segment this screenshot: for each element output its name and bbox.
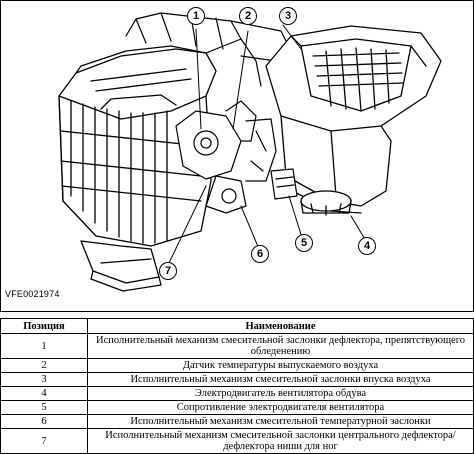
name-cell: Исполнительный механизм смесительной тем… (87, 414, 474, 429)
callout-3: 3 (279, 7, 297, 25)
table-row: 3 Исполнительный механизм смесительной з… (0, 372, 474, 387)
callout-2: 2 (239, 7, 257, 25)
callout-6: 6 (251, 245, 269, 263)
position-cell: 4 (0, 386, 88, 401)
position-cell: 6 (0, 414, 88, 429)
name-cell: Исполнительный механизм смесительной зас… (87, 372, 474, 387)
name-cell: Электродвигатель вентилятора обдува (87, 386, 474, 401)
table-row: 2 Датчик температуры выпускаемого воздух… (0, 358, 474, 373)
name-column-header: Наименование (87, 318, 474, 334)
position-cell: 5 (0, 400, 88, 415)
hvac-assembly-figure: 1 2 3 4 5 6 7 VFE0021974 (0, 0, 474, 312)
name-cell: Исполнительный механизм смесительной зас… (87, 333, 474, 359)
resistor-block (270, 168, 298, 200)
name-cell: Исполнительный механизм смесительной зас… (87, 428, 474, 454)
component-legend-table: Позиция Наименование 1 Исполнительный ме… (0, 318, 474, 454)
callout-5: 5 (295, 234, 313, 252)
name-cell: Сопротивление электродвигателя вентилято… (87, 400, 474, 415)
table-row: 1 Исполнительный механизм смесительной з… (0, 333, 474, 359)
table-row: 7 Исполнительный механизм смесительной з… (0, 428, 474, 454)
table-row: 4 Электродвигатель вентилятора обдува (0, 386, 474, 401)
position-column-header: Позиция (0, 318, 88, 334)
actuator-cluster (175, 100, 277, 214)
position-cell: 7 (0, 428, 88, 454)
callout-4: 4 (358, 237, 376, 255)
callout-7: 7 (159, 262, 177, 280)
position-cell: 2 (0, 358, 88, 373)
table-row: 6 Исполнительный механизм смесительной т… (0, 414, 474, 429)
table-row: 5 Сопротивление электродвигателя вентиля… (0, 400, 474, 415)
hvac-unit-drawing (58, 12, 442, 292)
callout-1: 1 (187, 7, 205, 25)
name-cell: Датчик температуры выпускаемого воздуха (87, 358, 474, 373)
blower-motor (300, 190, 352, 216)
position-cell: 3 (0, 372, 88, 387)
figure-reference-code: VFE0021974 (5, 289, 60, 299)
position-cell: 1 (0, 333, 88, 359)
blower-housing (265, 25, 442, 214)
leader-lines (168, 24, 367, 264)
table-header-row: Позиция Наименование (0, 318, 474, 334)
heater-housing (58, 45, 217, 247)
floor-duct (80, 240, 162, 292)
